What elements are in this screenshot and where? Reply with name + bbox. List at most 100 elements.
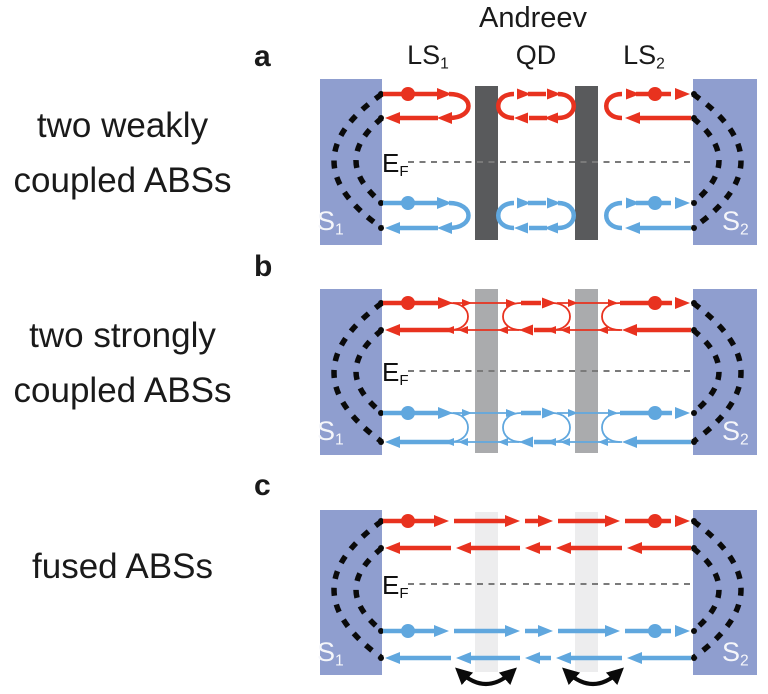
s2-label-panel-b: S2: [722, 416, 762, 449]
arc-endpoint-dot: [378, 410, 384, 416]
qd-text: QD: [515, 40, 557, 70]
ef-subscript: F: [399, 372, 409, 390]
ls1-subscript: 1: [440, 55, 449, 73]
superconductor-s1-rect: [320, 289, 382, 455]
exchange-arrow: [455, 667, 517, 686]
arrowhead: [437, 197, 452, 209]
s2-text: S: [722, 637, 741, 667]
arc-endpoint-dot: [378, 439, 384, 445]
arrowhead: [462, 299, 472, 307]
ls2-text: LS: [623, 40, 657, 70]
arrowhead: [385, 652, 400, 664]
arrowhead: [385, 542, 400, 554]
panel-letter-b: b: [254, 250, 273, 283]
arc-endpoint-dot: [378, 200, 384, 206]
arc-endpoint-dot: [691, 300, 697, 306]
arc-endpoint-dot: [691, 439, 697, 445]
andreev-arc-outer: [331, 91, 384, 231]
particle-dot: [401, 624, 415, 638]
arc-endpoint-dot: [691, 655, 697, 661]
column-label-ls1: LS1: [398, 40, 458, 73]
s2-subscript: 2: [740, 431, 749, 449]
electron-path: [383, 296, 691, 336]
arrowhead: [675, 515, 690, 527]
arrowhead: [568, 409, 578, 417]
particle-dot: [648, 514, 662, 528]
arrowhead: [525, 652, 540, 664]
ef-subscript: F: [399, 585, 409, 603]
ls1-text: LS: [407, 40, 441, 70]
diagram-shape: [320, 79, 757, 686]
superconductor-s2-rect: [693, 289, 757, 455]
s2-label-panel-c: S2: [722, 637, 762, 670]
andreev-arc-inner: [691, 327, 722, 416]
arrowhead: [385, 324, 400, 336]
arrowhead: [544, 112, 558, 124]
particle-dot: [401, 514, 415, 528]
panel-b-caption-line-1: two strongly: [29, 316, 216, 355]
arc-endpoint-dot: [378, 628, 384, 634]
particle-dot: [648, 87, 662, 101]
u-turn-curve: [551, 412, 571, 443]
arc-endpoint-dot: [378, 518, 384, 524]
arrowhead: [675, 407, 690, 419]
panel-c: [320, 510, 757, 686]
arc-endpoint-dot: [691, 628, 697, 634]
arrowhead: [519, 324, 533, 336]
arrowhead: [538, 625, 553, 637]
arc-endpoint-dot: [691, 200, 697, 206]
electron-path: [383, 87, 691, 124]
particle-dot: [401, 296, 415, 310]
arrowhead: [627, 652, 642, 664]
arrowhead: [622, 324, 637, 336]
arrowhead: [525, 542, 540, 554]
arc-endpoint-dot: [691, 545, 697, 551]
arrowhead: [498, 326, 508, 334]
arrowhead: [385, 112, 400, 124]
arrowhead: [385, 436, 400, 448]
column-label-qd: QD: [506, 40, 566, 73]
arrowhead: [505, 515, 520, 527]
s2-text: S: [722, 416, 741, 446]
arrowhead: [598, 326, 608, 334]
hole-path: [383, 406, 691, 448]
u-turn-curve: [448, 91, 471, 121]
particle-dot: [401, 196, 415, 210]
u-turn-curve: [557, 91, 576, 121]
ef-text: E: [382, 148, 400, 178]
arrowhead: [498, 438, 508, 446]
andreev-arc-outer: [691, 518, 744, 661]
hole-path: [383, 624, 691, 664]
arrowhead: [542, 407, 556, 419]
arc-endpoint-dot: [691, 91, 697, 97]
andreev-arc-inner: [691, 545, 722, 634]
arc-endpoint-dot: [378, 91, 384, 97]
panel-a: [320, 79, 757, 245]
s2-label-panel-a: S2: [722, 206, 762, 239]
arrowhead: [568, 299, 578, 307]
s2-text: S: [722, 206, 741, 236]
arrowhead: [560, 438, 570, 446]
arrowhead: [547, 88, 561, 100]
s1-subscript: 1: [335, 431, 344, 449]
u-turn-curve: [496, 200, 515, 231]
particle-dot: [648, 406, 662, 420]
ef-text: E: [382, 357, 400, 387]
s1-label-panel-b: S1: [317, 416, 357, 449]
arrowhead: [458, 438, 468, 446]
arc-endpoint-dot: [378, 327, 384, 333]
arrowhead: [385, 222, 400, 234]
u-turn-curve: [557, 200, 576, 231]
u-turn-curve: [502, 412, 522, 443]
panel-a-caption-line-1: two weakly: [36, 106, 209, 145]
arrowhead: [437, 88, 452, 100]
arrowhead: [598, 438, 608, 446]
arc-endpoint-dot: [378, 115, 384, 121]
arc-endpoint-dot: [691, 225, 697, 231]
arrowhead: [626, 88, 640, 100]
andreev-arc-outer: [691, 91, 744, 231]
arc-endpoint-dot: [691, 410, 697, 416]
arrowhead: [506, 299, 516, 307]
andreev-arc-inner: [353, 115, 384, 206]
